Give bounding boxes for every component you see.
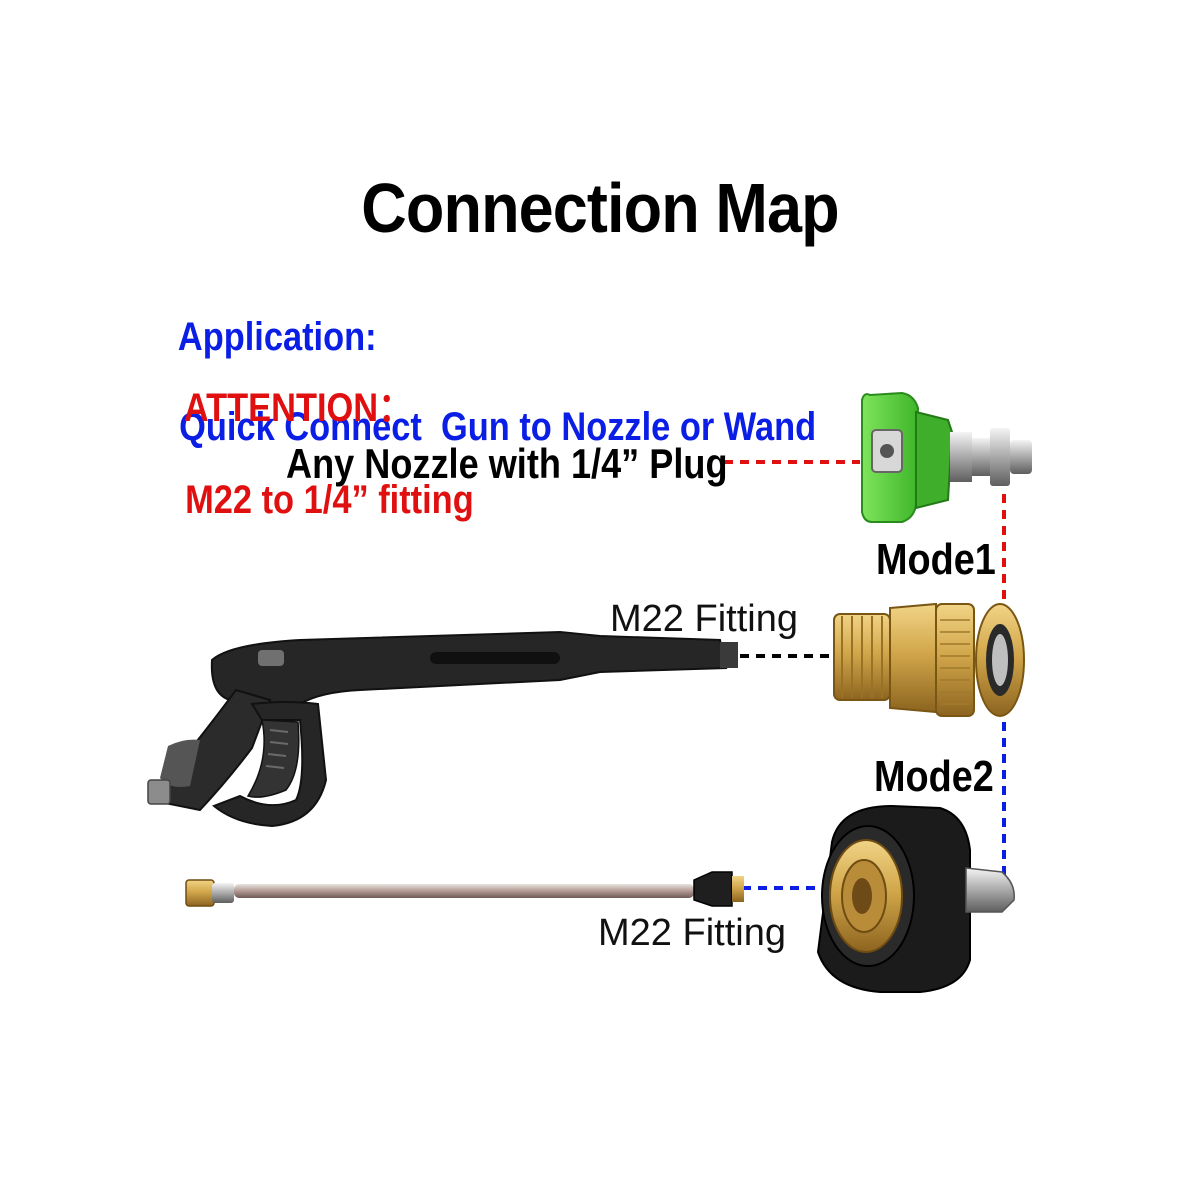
brass-quick-connector-icon [833,602,1025,717]
mode1-label: Mode1 [876,535,996,584]
nozzle-label: Any Nozzle with 1/4” Plug [286,440,728,487]
attention-line: ATTENTION： M22 to 1/4” fitting [166,330,474,523]
connection-lines [724,460,1006,890]
mode2-label: Mode2 [874,752,994,801]
attention-text: M22 to 1/4” fitting [185,478,474,522]
m22-fitting-wand-label: M22 Fitting [598,912,786,954]
attention-prefix: ATTENTION： [183,386,413,430]
green-nozzle-icon [861,391,1032,523]
page-title: Connection Map [361,169,839,247]
application-text: Quick Connect Gun to Nozzle or Wand [179,405,817,449]
application-prefix: Application: [177,315,377,359]
m22-coupler-icon [816,804,1015,993]
application-line: Application: Quick Connect Gun to Nozzle… [160,270,816,450]
wand-icon [185,871,744,907]
spray-gun-icon [147,630,738,828]
m22-fitting-gun-label: M22 Fitting [610,598,798,640]
